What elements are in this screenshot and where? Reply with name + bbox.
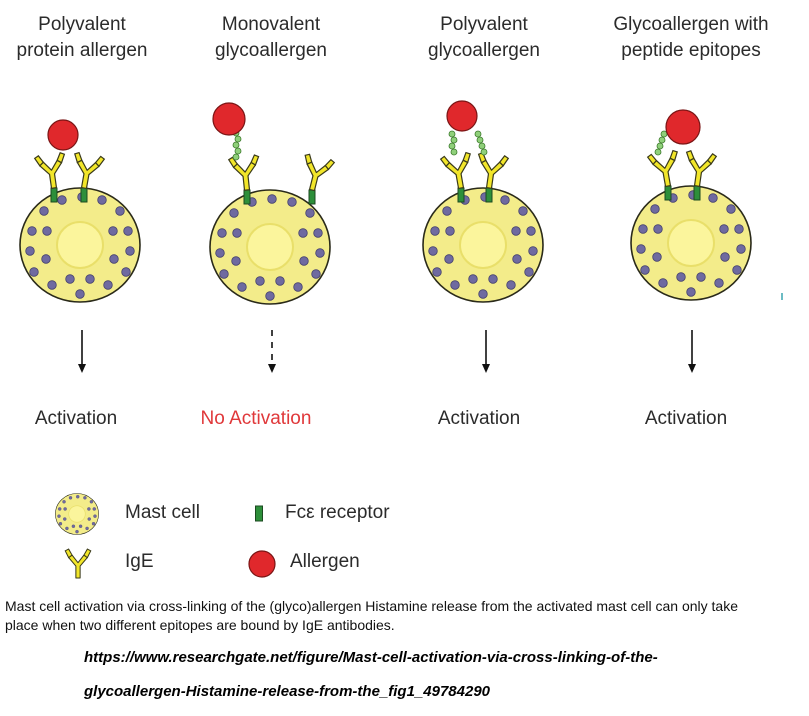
ige-icon [33,151,70,191]
panel-2-title-line1: Monovalent [221,14,321,35]
glycan-chain [654,130,668,156]
legend-ige-icon [64,548,92,579]
mast-cell-diagram [19,100,783,579]
receptor-icon [50,187,58,203]
legend-receptor-icon [255,505,263,522]
panel-4-title: Glycoallergen with peptide epitopes [596,12,786,64]
ige-icon [473,151,510,191]
source-url-line2: glycoallergen-Histamine-release-from-the… [84,683,491,700]
panel-2-title: Monovalent glycoallergen [176,12,366,64]
panel-3-title-line2: glycoallergen [428,40,540,61]
legend-allergen-label: Allergen [290,551,360,572]
panel-4-title-line2: peptide epitopes [621,40,761,61]
figure-caption: Mast cell activation via cross-linking o… [5,598,738,633]
allergen-icon [446,100,478,132]
panel-2-title-line2: glycoallergen [215,40,327,61]
receptor-icon [457,187,465,203]
panel-4-graphic [630,109,752,373]
legend-mast-cell-label: Mast cell [125,502,200,523]
panel-1-title-line2: protein allergen [16,40,148,61]
panel-3-title-line1: Polyvalent [440,14,528,35]
ige-icon [68,151,106,192]
legend-allergen-icon [248,550,276,578]
panel-2-graphic [209,102,336,373]
arrow-head [268,364,276,373]
receptor-icon [664,185,672,201]
panel-3-title: Polyvalent glycoallergen [389,12,579,64]
ige-icon [439,151,477,192]
source-url-line1: https://www.researchgate.net/figure/Mast… [84,649,658,666]
arrow-head [688,364,696,373]
panel-3-graphic [422,100,544,373]
ige-icon [646,149,684,190]
receptor-icon [308,189,316,205]
ige-icon [681,149,718,189]
legend-receptor-label: Fcε receptor [285,502,390,523]
panel-4-outcome: Activation [644,408,728,429]
ige-icon [296,152,336,195]
arrow-head [78,364,86,373]
mast-cell-icon [630,185,752,301]
panel-1-title-line1: Polyvalent [38,14,126,35]
mast-cell-icon [422,187,544,303]
mast-cell-icon [209,189,331,305]
receptor-icon [243,189,251,205]
allergen-icon [47,119,79,151]
legend-ige-label: IgE [125,551,154,572]
panel-4-title-line1: Glycoallergen with [613,14,769,35]
allergen-icon [665,109,701,145]
panel-1-outcome: Activation [34,408,118,429]
panel-3-outcome: Activation [437,408,521,429]
receptor-icon [485,187,493,203]
glycan-chain [232,129,242,161]
legend [55,493,276,579]
receptor-icon [693,185,701,201]
arrow-head [482,364,490,373]
panel-2-outcome: No Activation [200,408,312,429]
allergen-icon [212,102,246,136]
panel-1-graphic [19,119,141,373]
legend-mast-cell-icon [55,493,99,535]
ige-icon [227,154,263,193]
glycan-chain [448,130,488,156]
mast-cell-icon [19,187,141,303]
receptor-icon [80,187,88,203]
panel-1-title: Polyvalent protein allergen [0,12,177,64]
